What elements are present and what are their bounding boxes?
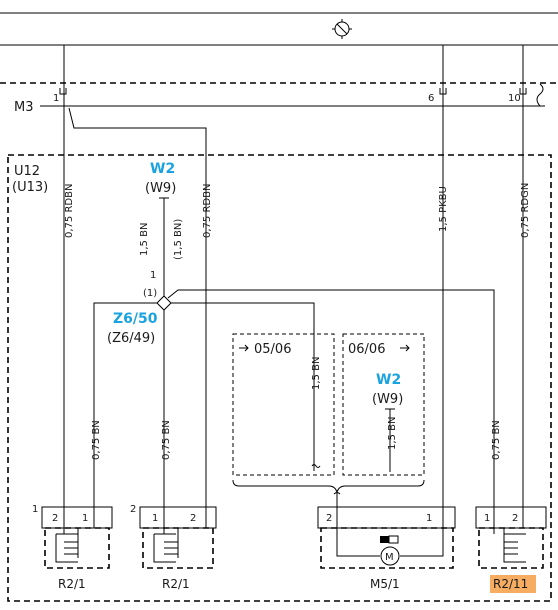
ground-symbol-icon (332, 19, 352, 39)
wire-label-bn-box: 1,5 BN (311, 357, 322, 390)
motor-icon: M (380, 535, 400, 566)
date-left-arrow-icon (239, 344, 249, 352)
date-right-arrow-icon (400, 344, 410, 352)
wire-label-bn-box2: 1,5 BN (387, 417, 398, 450)
date-range-box-left (232, 333, 335, 476)
splice-top-alt-name: (W9) (145, 181, 176, 196)
motor-pin-a: 2 (326, 513, 332, 524)
date-range-left: 05/06 (254, 342, 291, 357)
connector-socket-icons (59, 88, 527, 95)
component-4-label[interactable]: R2/11 (493, 577, 528, 591)
module-u12-box (7, 154, 552, 602)
wire-label-bn-left: 0,75 BN (91, 420, 102, 460)
splice-bottom-tee-icon (385, 408, 395, 472)
splice-bottom-alt-name: (W9) (372, 392, 403, 407)
wire-label-w2-alt: (1,5 BN) (173, 219, 184, 260)
component-2-pin-b: 2 (190, 513, 196, 524)
component-4-pin-b: 2 (512, 513, 518, 524)
component-1-pin-a: 2 (52, 513, 58, 524)
splice-bottom-name: W2 (376, 372, 401, 388)
component-1-index: 1 (32, 504, 38, 515)
connector-break-icon (536, 83, 544, 107)
wire-label-bn-right: 0,75 BN (491, 420, 502, 460)
motor-wires (336, 504, 444, 557)
motor-box (320, 527, 454, 569)
component-4-highlight (490, 575, 536, 593)
wire-brace-squiggle (333, 492, 341, 495)
component-2-index: 2 (130, 504, 136, 515)
component-4-pin-a: 1 (484, 513, 490, 524)
component-4-heater-icon (493, 504, 526, 563)
splice-top-name: W2 (150, 161, 175, 177)
motor-pin-b: 1 (426, 513, 432, 524)
motor-label: M5/1 (370, 577, 400, 591)
wire-label-w1: 0,75 RDBN (64, 184, 75, 238)
component-2-heater-icon (153, 504, 207, 563)
module-alt-name: (U13) (12, 180, 48, 195)
wire-label-w5: 0,75 RDGN (520, 183, 531, 238)
wire-junction-right (171, 302, 315, 471)
component-1-label: R2/1 (58, 577, 86, 591)
component-1-heater-icon (55, 504, 95, 563)
wire-label-w3: 0,75 RDBN (202, 184, 213, 238)
connector-m3-label: M3 (14, 100, 34, 115)
date-brace-icon (232, 479, 425, 494)
junction-alt-name: (Z6/49) (107, 331, 155, 346)
wire-junction-far-right (167, 289, 495, 504)
connector-pin-6: 6 (428, 93, 434, 104)
component-1-pin-b: 1 (82, 513, 88, 524)
component-1-box (44, 527, 110, 569)
wire-label-bn-mid: 0,75 BN (161, 420, 172, 460)
wire-junction-left (93, 302, 157, 504)
component-2-label: R2/1 (162, 577, 190, 591)
connector-pin-10: 10 (508, 93, 521, 104)
splice-top-tee-icon (159, 197, 169, 297)
junction-diamond-icon (156, 295, 172, 311)
wire-rdbn-crossover (68, 107, 207, 504)
connector-pin-1: 1 (53, 93, 59, 104)
motor-symbol: M (385, 552, 394, 563)
date-range-box-right (342, 333, 425, 476)
junction-pin-alt: (1) (143, 288, 157, 299)
motor-connector (317, 506, 456, 529)
component-2-pin-a: 1 (152, 513, 158, 524)
wire-label-w4: 1,5 PKBU (438, 186, 449, 232)
wire-end-squiggle-left (311, 464, 321, 468)
junction-pin: 1 (150, 270, 156, 281)
junction-name: Z6/50 (113, 311, 158, 327)
module-name: U12 (14, 164, 40, 179)
wire-label-w2: 1,5 BN (139, 223, 150, 256)
date-range-right: 06/06 (348, 342, 385, 357)
